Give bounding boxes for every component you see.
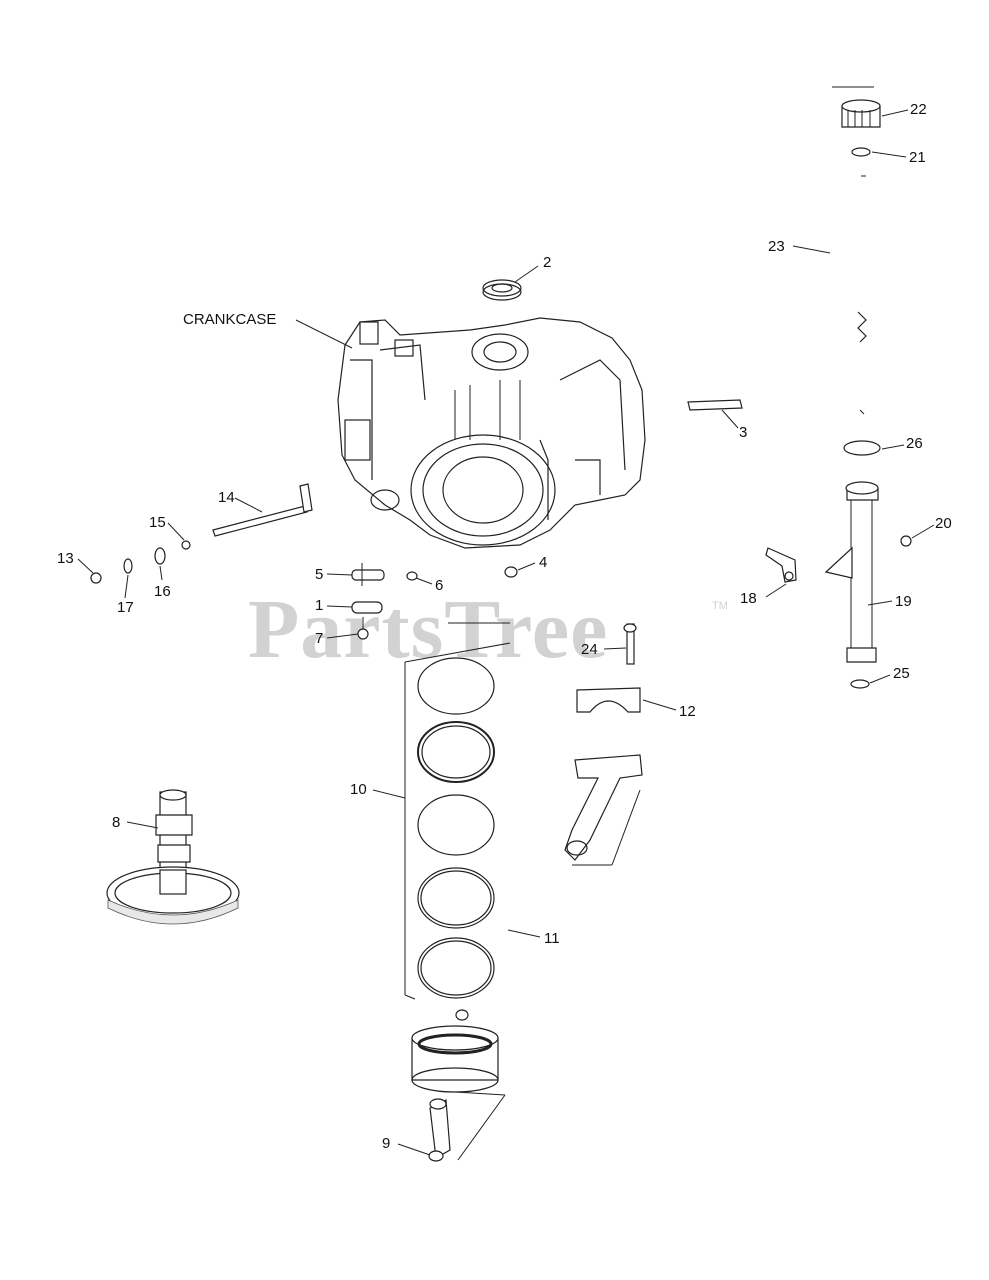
part-19-dipstick-tube [824, 481, 879, 663]
label-part-7: 7 [315, 630, 324, 647]
part-2-seal [482, 279, 522, 301]
part-16-washer [154, 547, 166, 565]
label-part-10: 10 [350, 781, 367, 798]
label-part-16: 16 [154, 583, 171, 600]
part-14-tube [212, 483, 313, 537]
part-8-camshaft [106, 789, 240, 925]
label-part-21: 21 [909, 149, 926, 166]
part-23-dipstick [857, 311, 867, 415]
part-18-bracket [765, 547, 797, 583]
part-22-cap [832, 86, 881, 128]
part-6-washer [406, 571, 418, 581]
part-25-oring [850, 679, 870, 689]
part-connecting-rod [564, 754, 643, 866]
part-20-screw [900, 535, 912, 547]
label-part-15: 15 [149, 514, 166, 531]
label-part-19: 19 [895, 593, 912, 610]
label-part-18: 18 [740, 590, 757, 607]
label-part-12: 12 [679, 703, 696, 720]
label-part-26: 26 [906, 435, 923, 452]
part-24-bolt [623, 623, 637, 665]
part-10-ring-set [404, 622, 511, 1000]
label-part-20: 20 [935, 515, 952, 532]
part-26-oring [843, 440, 881, 456]
part-5-pin [351, 563, 385, 586]
label-part-2: 2 [543, 254, 552, 271]
watermark-trademark: TM [712, 600, 728, 612]
part-21-oring [851, 147, 871, 157]
label-part-8: 8 [112, 814, 121, 831]
part-7-bolt [357, 617, 369, 640]
label-part-6: 6 [435, 577, 444, 594]
label-part-9: 9 [382, 1135, 391, 1152]
part-15-screw [181, 540, 191, 550]
label-part-1: 1 [315, 597, 324, 614]
part-17-washer [123, 558, 133, 574]
label-part-5: 5 [315, 566, 324, 583]
label-part-13: 13 [57, 550, 74, 567]
part-piston [411, 1009, 506, 1161]
label-part-11: 11 [544, 930, 560, 947]
label-part-24: 24 [581, 641, 598, 658]
label-part-22: 22 [910, 101, 927, 118]
label-part-3: 3 [739, 424, 748, 441]
label-crankcase: CRANKCASE [183, 311, 277, 328]
part-1-pin [351, 601, 383, 614]
part-13-nut [90, 572, 102, 584]
label-part-23: 23 [768, 238, 785, 255]
leader-lines [77, 109, 935, 1156]
crankcase-part [337, 317, 646, 549]
part-12-rod-cap [576, 687, 641, 713]
label-part-25: 25 [893, 665, 910, 682]
label-part-14: 14 [218, 489, 235, 506]
label-part-17: 17 [117, 599, 134, 616]
label-part-4: 4 [539, 554, 548, 571]
part-9-wrist-pin [428, 1098, 451, 1162]
part-4-plug [504, 566, 518, 578]
part-3-fitting [687, 399, 743, 411]
